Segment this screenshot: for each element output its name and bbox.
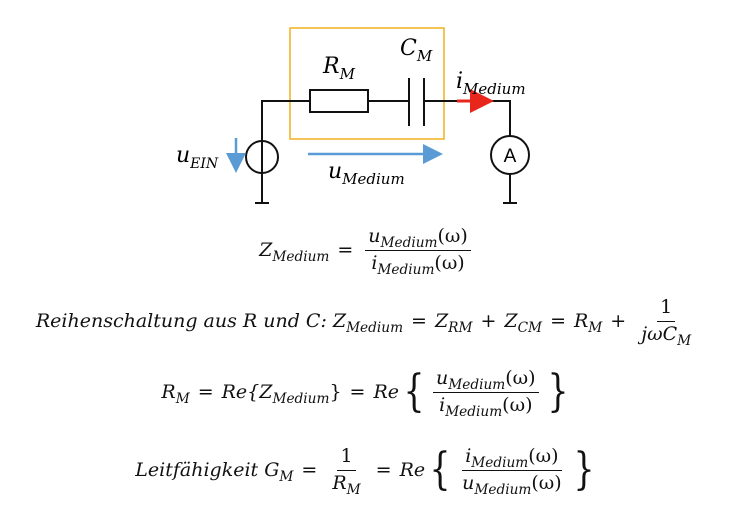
eq1-lhs: ZMedium bbox=[259, 239, 330, 266]
eq4-fraction-2: iMedium(ω) uMedium(ω) bbox=[462, 445, 562, 498]
eq2-prefix: Reihenschaltung aus R und C: bbox=[35, 310, 327, 333]
equation-conductance: Leitfähigkeit GM = 1 RM = Re { iMedium(ω… bbox=[135, 444, 595, 498]
resistor-symbol bbox=[309, 89, 369, 113]
eq4-fraction-1: 1 RM bbox=[332, 445, 361, 498]
equation-impedance: ZMedium = uMedium(ω) iMedium(ω) bbox=[0, 225, 734, 276]
eq1-fraction: uMedium(ω) iMedium(ω) bbox=[365, 225, 471, 276]
capacitor-symbol bbox=[408, 78, 425, 126]
circuit-diagram: A RM CM iMedium uEIN uMedium bbox=[176, 27, 530, 204]
resistor-label: RM bbox=[322, 54, 356, 83]
eq1-equals: = bbox=[337, 239, 354, 262]
equation-series: Reihenschaltung aus R und C: ZMedium = Z… bbox=[0, 296, 734, 349]
medium-frame bbox=[289, 27, 445, 140]
current-label: iMedium bbox=[456, 69, 526, 98]
capacitor-label: CM bbox=[400, 36, 433, 65]
u-medium-label: uMedium bbox=[328, 159, 405, 188]
voltage-source-symbol bbox=[245, 140, 279, 174]
ammeter-label: A bbox=[504, 146, 517, 167]
ammeter-symbol: A bbox=[490, 135, 530, 175]
eq3-fraction: uMedium(ω) iMedium(ω) bbox=[433, 367, 539, 418]
u-ein-label: uEIN bbox=[176, 143, 219, 172]
wires bbox=[255, 100, 517, 204]
eq2-fraction: 1 jωCM bbox=[641, 296, 692, 349]
equation-resistance: RM = Re{ZMedium} = Re { uMedium(ω) iMedi… bbox=[161, 366, 569, 420]
